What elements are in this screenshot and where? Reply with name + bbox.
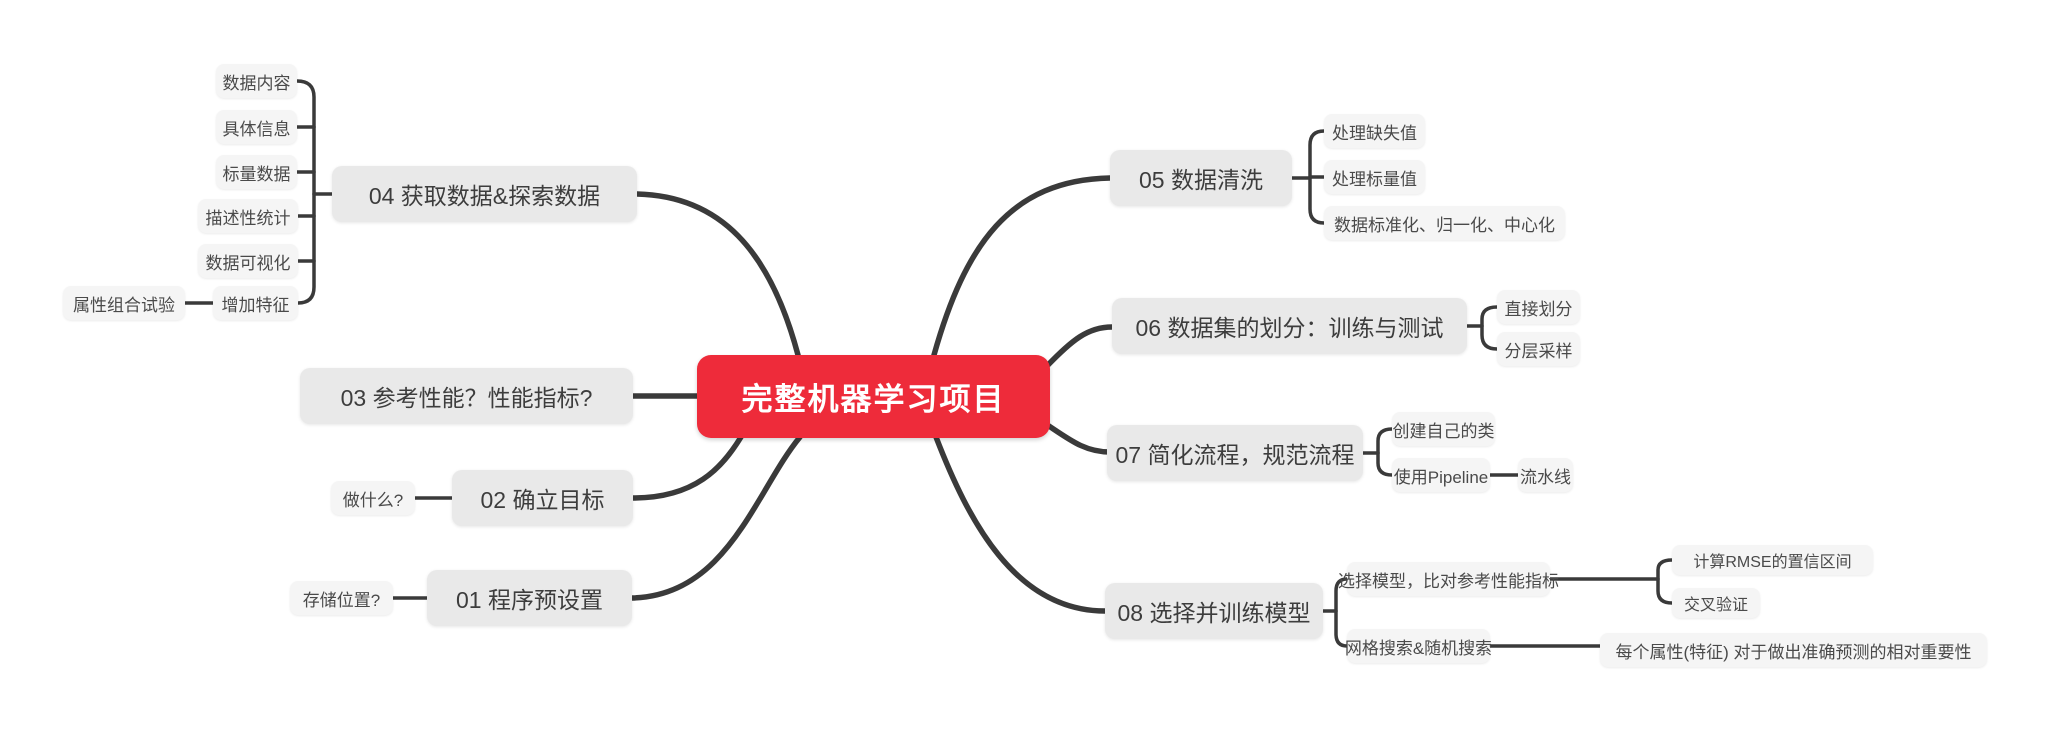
subtopic-use-pipeline[interactable]: 使用Pipeline <box>1392 458 1490 492</box>
topic-08[interactable]: 08 选择并训练模型 <box>1105 583 1323 639</box>
connector-central-04 <box>634 191 801 358</box>
subtopic-rmse-confidence-interval[interactable]: 计算RMSE的置信区间 <box>1672 545 1873 575</box>
subtopic-scalar-data[interactable]: 标量数据 <box>216 155 297 189</box>
subtopic-handle-missing-values[interactable]: 处理缺失值 <box>1324 114 1425 148</box>
topic-02[interactable]: 02 确立目标 <box>452 470 633 526</box>
topic-06[interactable]: 06 数据集的划分：训练与测试 <box>1112 298 1467 354</box>
subtopic-create-own-class[interactable]: 创建自己的类 <box>1392 412 1495 446</box>
topic-04[interactable]: 04 获取数据&探索数据 <box>332 166 637 222</box>
topic-03[interactable]: 03 参考性能？性能指标? <box>300 368 633 424</box>
connector-central-07 <box>1043 421 1113 455</box>
connector-central-02 <box>630 434 744 501</box>
central-topic[interactable]: 完整机器学习项目 <box>697 355 1050 438</box>
subtopic-descriptive-stats[interactable]: 描述性统计 <box>198 199 298 233</box>
subtopic-grid-random-search[interactable]: 网格搜索&随机搜索 <box>1345 629 1492 663</box>
subtopic-standardize-normalize-center[interactable]: 数据标准化、归一化、中心化 <box>1324 206 1565 240</box>
bracket-07 <box>1376 427 1394 477</box>
subtopic-direct-split[interactable]: 直接划分 <box>1497 290 1580 324</box>
subtopic-data-visualization[interactable]: 数据可视化 <box>198 244 298 278</box>
subtopic-add-features[interactable]: 增加特征 <box>213 286 298 320</box>
topic-05[interactable]: 05 数据清洗 <box>1110 150 1292 206</box>
subtopic-stratified-sampling[interactable]: 分层采样 <box>1497 332 1580 366</box>
subtopic-feature-relative-importance[interactable]: 每个属性(特征) 对于做出准确预测的相对重要性 <box>1600 633 1987 667</box>
subtopic-handle-scalar-values[interactable]: 处理标量值 <box>1324 160 1425 194</box>
connector-central-05 <box>931 175 1113 358</box>
bracket-08-model <box>1656 558 1674 605</box>
subtopic-attr-combination-test[interactable]: 属性组合试验 <box>63 286 185 320</box>
subtopic-assembly-line[interactable]: 流水线 <box>1518 458 1573 492</box>
topic-01[interactable]: 01 程序预设置 <box>427 570 632 626</box>
bracket-06 <box>1480 305 1499 351</box>
connector-central-06 <box>1044 324 1115 369</box>
subtopic-select-model-compare[interactable]: 选择模型，比对参考性能指标 <box>1338 562 1559 596</box>
subtopic-cross-validation[interactable]: 交叉验证 <box>1672 588 1760 618</box>
subtopic-storage-location[interactable]: 存储位置? <box>290 581 393 615</box>
bracket-04 <box>295 79 316 305</box>
connector-central-08 <box>933 434 1108 614</box>
connector-central-01 <box>629 434 803 601</box>
topic-07[interactable]: 07 简化流程，规范流程 <box>1107 425 1363 481</box>
subtopic-specific-info[interactable]: 具体信息 <box>216 110 297 144</box>
subtopic-data-content[interactable]: 数据内容 <box>216 64 297 98</box>
subtopic-what-to-do[interactable]: 做什么? <box>331 481 415 515</box>
